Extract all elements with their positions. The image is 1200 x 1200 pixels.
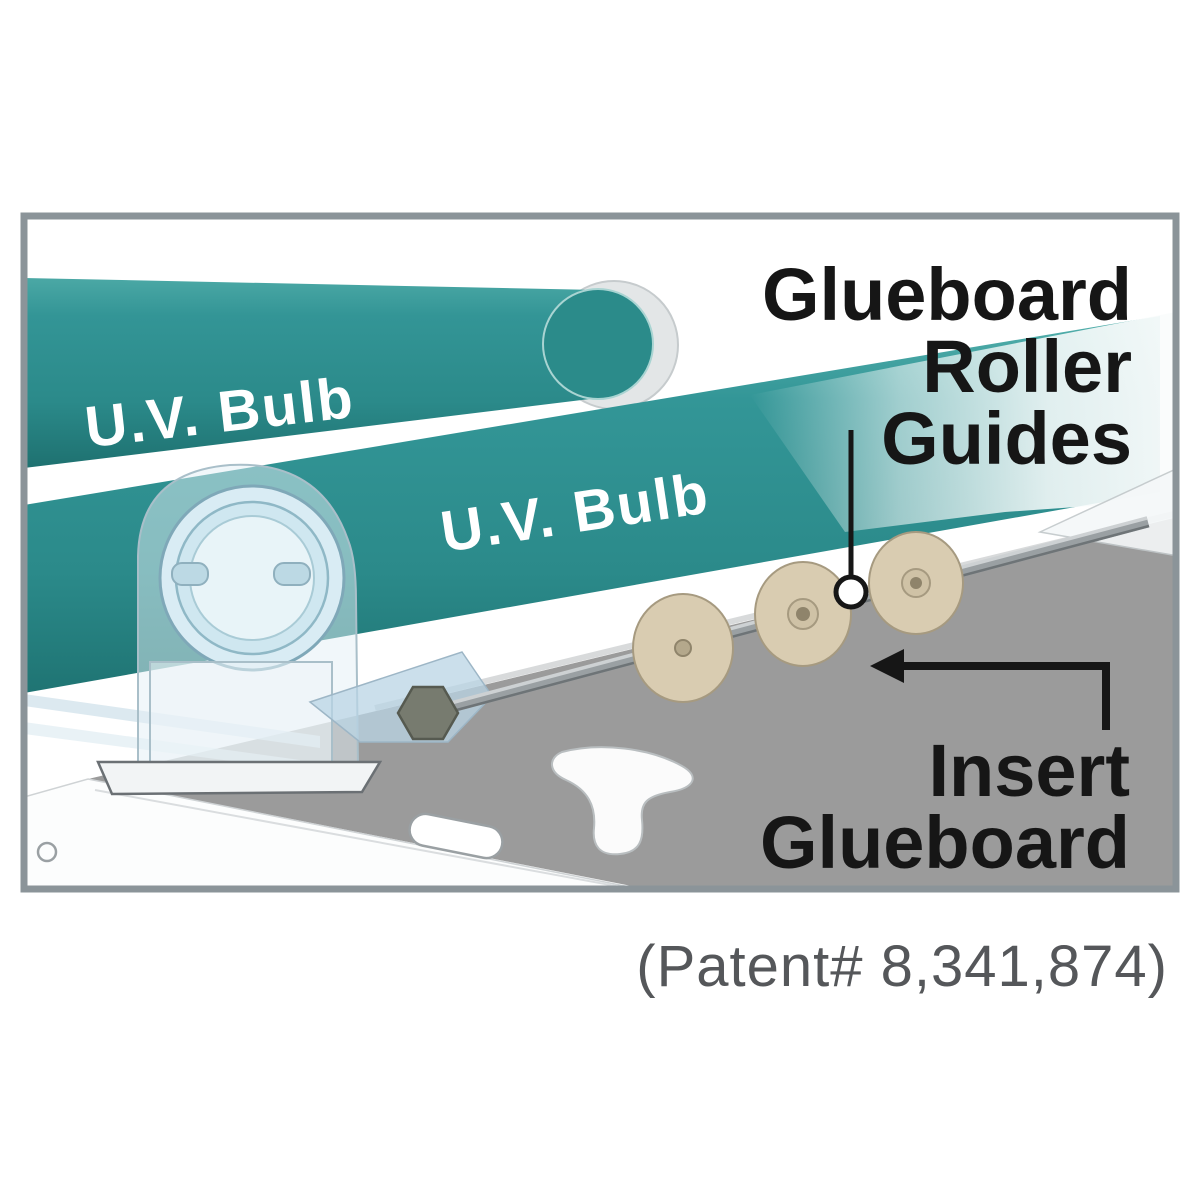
holder-base-plate — [96, 760, 383, 796]
bulb-holder — [96, 463, 383, 796]
platform-handle-slot — [408, 812, 504, 860]
insert-glueboard-label-line1: Insert — [928, 729, 1130, 812]
back-bulb-end-cap — [542, 288, 654, 400]
roller-guide-disc-1 — [632, 593, 734, 703]
platform-front-bevel-line — [94, 789, 638, 889]
insert-glueboard-annotation: Insert Glueboard — [760, 649, 1130, 884]
disc-2-hub — [796, 607, 810, 621]
back-bulb-body — [24, 278, 598, 468]
callout-dot — [833, 574, 869, 610]
roller-guides-label: Glueboard Roller Guides — [762, 253, 1132, 480]
disc-3-hub — [910, 577, 922, 589]
insert-glueboard-label-line2: Glueboard — [760, 801, 1130, 884]
platform — [24, 468, 1176, 889]
bulb-pin-right — [273, 562, 311, 586]
roller-guides-label-line2: Roller — [922, 325, 1132, 408]
roller-guides-label-line1: Glueboard — [762, 253, 1132, 336]
glueboard-clip-fin — [551, 746, 694, 856]
roller-guides-callout — [833, 430, 869, 610]
glueboard-translucent-sheet — [750, 312, 1176, 532]
roller-guide-disc-3 — [868, 531, 964, 635]
roller-guide-disc-2 — [754, 561, 852, 667]
roller-guides — [632, 531, 964, 703]
roller-guides-label-line3: Guides — [881, 397, 1132, 480]
illustration: U.V. Bulb U.V. Bulb — [24, 253, 1176, 889]
rod-hex-bolt — [396, 685, 460, 741]
diagram-border — [20, 212, 1180, 893]
bulb-pin-left — [171, 562, 209, 586]
right-guide-wedge — [1037, 468, 1176, 557]
insert-arrow-line — [900, 662, 1110, 730]
patent-label: (Patent# 8,341,874) — [636, 934, 1168, 999]
platform-screw-hole — [36, 841, 58, 863]
disc-1-hub — [674, 639, 692, 657]
insert-arrow-head — [870, 649, 904, 683]
holder-base-box — [149, 661, 333, 767]
